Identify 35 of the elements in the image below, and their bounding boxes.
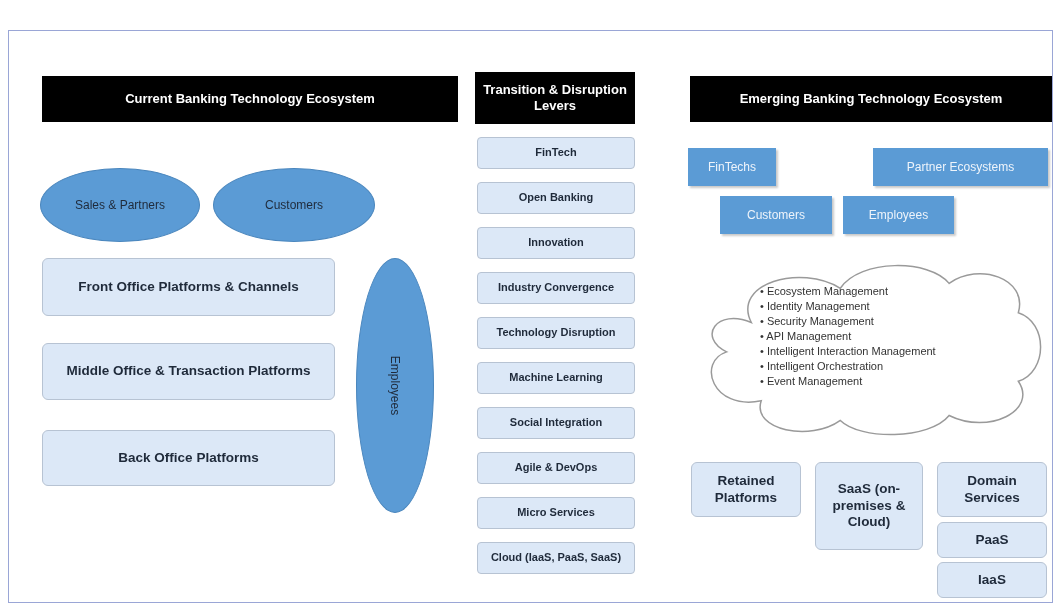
lever-box: Social Integration — [477, 407, 635, 439]
bullet-item: • Event Management — [760, 373, 864, 389]
participant-tile: Partner Ecosystems — [873, 148, 1048, 186]
participant-tile: Customers — [720, 196, 832, 234]
lever-box: Agile & DevOps — [477, 452, 635, 484]
column-header: Transition & Disruption Levers — [475, 72, 635, 124]
bullet-item: • Identity Management — [760, 298, 871, 314]
lever-box: Open Banking — [477, 182, 635, 214]
bullet-item: • Security Management — [760, 313, 875, 329]
column-header: Emerging Banking Technology Ecosystem — [690, 76, 1052, 122]
platform-box: Back Office Platforms — [42, 430, 335, 486]
bullet-item: • API Management — [760, 328, 853, 344]
lever-box: Cloud (IaaS, PaaS, SaaS) — [477, 542, 635, 574]
bullet-item: • Intelligent Interaction Management — [760, 343, 936, 359]
bullet-item: • Ecosystem Management — [760, 284, 889, 299]
participant-tile: Employees — [843, 196, 954, 234]
actor-ellipse: Customers — [213, 168, 375, 242]
participant-tile: FinTechs — [688, 148, 776, 186]
platform-box: IaaS — [937, 562, 1047, 598]
lever-box: Micro Services — [477, 497, 635, 529]
bullet-item: • Intelligent Orchestration — [760, 358, 885, 374]
platform-box: Retained Platforms — [691, 462, 801, 517]
platform-box: PaaS — [937, 522, 1047, 558]
platform-box: Front Office Platforms & Channels — [42, 258, 335, 316]
lever-box: Machine Learning — [477, 362, 635, 394]
lever-box: Innovation — [477, 227, 635, 259]
actor-ellipse: Sales & Partners — [40, 168, 200, 242]
actor-ellipse: Employees — [356, 258, 434, 513]
platform-box: SaaS (on-premises & Cloud) — [815, 462, 923, 550]
column-header: Current Banking Technology Ecosystem — [42, 76, 458, 122]
platform-box: Middle Office & Transaction Platforms — [42, 343, 335, 400]
lever-box: Industry Convergence — [477, 272, 635, 304]
lever-box: FinTech — [477, 137, 635, 169]
lever-box: Technology Disruption — [477, 317, 635, 349]
platform-box: Domain Services — [937, 462, 1047, 517]
